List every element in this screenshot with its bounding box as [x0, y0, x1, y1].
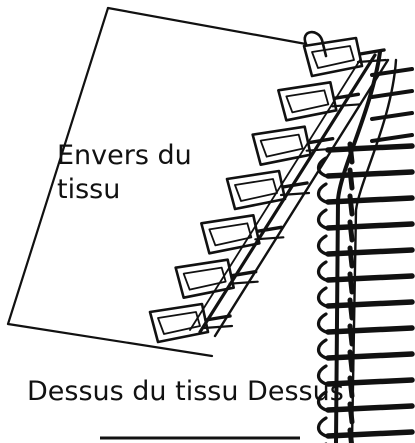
stitch-cross-thread — [228, 280, 259, 285]
column-loop — [316, 286, 328, 308]
column-knot — [347, 375, 355, 399]
column-knot — [347, 167, 355, 191]
column-knot — [347, 323, 355, 347]
column-loop — [316, 312, 328, 334]
stitch-cross-thread — [332, 92, 361, 101]
front-stitch-column — [316, 50, 415, 443]
stitch-loop — [174, 258, 235, 299]
column-knot — [347, 245, 355, 269]
stitch-loop — [302, 36, 364, 78]
column-tooth — [370, 133, 414, 143]
column-tooth — [370, 111, 414, 121]
stitch-loop — [148, 302, 210, 344]
column-loop — [316, 182, 328, 204]
column-tooth — [370, 89, 414, 99]
column-knot — [347, 193, 355, 217]
back-of-fabric-label: Envers du tissu — [57, 140, 192, 205]
column-tooth — [325, 195, 415, 205]
column-loop — [316, 338, 328, 360]
stitch-cross-thread — [331, 103, 362, 108]
column-tooth — [325, 351, 415, 361]
column-knot — [347, 349, 355, 373]
stitch-cross-thread — [255, 225, 284, 234]
column-loop — [316, 234, 328, 256]
column-loop — [316, 156, 328, 178]
column-tooth — [370, 67, 414, 77]
stitch-inner-loop — [285, 89, 330, 114]
fabric-sheet-outline — [6, 6, 308, 358]
chain-top-hook — [303, 30, 328, 58]
column-tooth — [325, 403, 415, 413]
column-tooth — [325, 273, 415, 283]
stitch-inner-loop — [234, 178, 278, 202]
column-knot — [347, 141, 355, 165]
stitch-loop — [277, 81, 338, 122]
stitch-loop — [200, 214, 261, 255]
front-of-fabric-label: Dessus du tissu Dessus — [27, 376, 344, 407]
column-knot — [347, 271, 355, 295]
column-tooth — [325, 299, 415, 309]
stitch-inner-loop — [182, 266, 227, 291]
stitch-cross-thread — [281, 181, 309, 189]
column-tooth — [325, 247, 415, 257]
column-tooth — [325, 377, 415, 387]
column-tooth — [325, 169, 415, 179]
column-loop — [316, 208, 328, 230]
stitch-inner-loop — [311, 45, 355, 69]
column-tooth — [325, 221, 415, 231]
column-tooth — [325, 429, 415, 439]
column-loop — [316, 260, 328, 282]
stitch-inner-loop — [208, 222, 253, 247]
stitch-cross-thread — [202, 324, 234, 330]
column-knot — [347, 427, 354, 443]
column-loop — [316, 364, 328, 386]
stitch-inner-loop — [157, 311, 201, 335]
column-tooth — [325, 325, 415, 335]
column-knot — [347, 219, 355, 243]
column-loop — [316, 416, 328, 438]
edge-threads — [189, 53, 390, 338]
column-knot — [347, 297, 355, 321]
column-loop — [316, 390, 328, 412]
column-knot — [347, 401, 355, 425]
stitch-inner-loop — [259, 133, 304, 158]
column-rail — [350, 58, 398, 443]
column-tooth — [325, 143, 415, 153]
